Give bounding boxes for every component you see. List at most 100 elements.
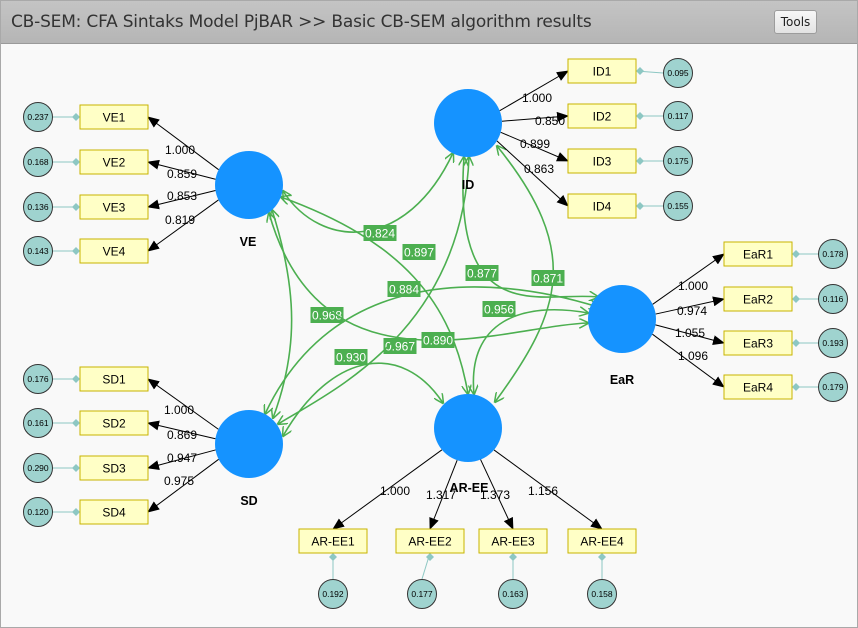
indicator-box-ar-ee4: [567, 528, 637, 554]
error-ear3[interactable]: 0.193: [818, 328, 848, 358]
indicator-ar-ee3[interactable]: AR-EE3: [478, 528, 548, 554]
error-circle-id4: [663, 191, 693, 221]
indicator-box-ar-ee2: [395, 528, 465, 554]
error-circle-id3: [663, 146, 693, 176]
cov-id-ar-ee[interactable]: 0.871: [495, 146, 565, 402]
indicator-sd3[interactable]: SD3: [79, 455, 149, 481]
error-id3[interactable]: 0.175: [663, 146, 693, 176]
latent-label-ve: VE: [240, 235, 257, 249]
indicator-id1[interactable]: ID1: [567, 58, 637, 84]
error-value-id1: 0.095: [667, 68, 689, 78]
cov-sd-ear-value: 0.884: [389, 283, 419, 297]
error-circle-ve3: [23, 192, 53, 222]
latent-ar-ee[interactable]: AR-EE: [434, 394, 502, 495]
error-connector-ve4: [72, 247, 80, 255]
indicator-sd4[interactable]: SD4: [79, 499, 149, 525]
tools-button[interactable]: Tools: [774, 10, 817, 34]
error-ar-ee1[interactable]: 0.192: [318, 579, 348, 609]
error-value-sd4: 0.120: [27, 507, 49, 517]
indicator-ar-ee1[interactable]: AR-EE1: [298, 528, 368, 554]
indicator-id4[interactable]: ID4: [567, 193, 637, 219]
error-connector-id2: [636, 112, 644, 120]
cov-sd-ar-ee[interactable]: 0.930: [283, 349, 443, 436]
error-id2[interactable]: 0.117: [663, 101, 693, 131]
loading-arrow-ar-ee2: [429, 460, 458, 530]
error-ar-ee4[interactable]: 0.158: [587, 579, 617, 609]
error-ve4[interactable]: 0.143: [23, 236, 53, 266]
indicator-ve2[interactable]: VE2: [79, 149, 149, 175]
latent-id[interactable]: ID: [434, 89, 502, 192]
indicator-ear3[interactable]: EaR3: [723, 330, 793, 356]
indicator-box-sd4: [79, 499, 149, 525]
loading-ve1: 1.000: [165, 143, 195, 157]
loading-arrow-ar-ee1: [332, 449, 443, 530]
error-sd3[interactable]: 0.290: [23, 453, 53, 483]
indicator-sd1[interactable]: SD1: [79, 366, 149, 392]
error-ear1[interactable]: 0.178: [818, 239, 848, 269]
error-ve1[interactable]: 0.237: [23, 102, 53, 132]
indicator-label-ear1: EaR1: [743, 248, 773, 262]
error-sd1[interactable]: 0.176: [23, 364, 53, 394]
error-ear4[interactable]: 0.179: [818, 372, 848, 402]
error-ar-ee3[interactable]: 0.163: [498, 579, 528, 609]
cov-id-ear[interactable]: 0.877: [463, 157, 598, 297]
error-circle-id2: [663, 101, 693, 131]
indicator-label-id3: ID3: [593, 155, 612, 169]
loading-ve4: 0.819: [165, 213, 195, 227]
error-ear2[interactable]: 0.116: [818, 284, 848, 314]
cov-id-sd-path: [278, 157, 469, 424]
latent-ear[interactable]: EaR: [588, 285, 656, 387]
error-circle-ar-ee1: [318, 579, 348, 609]
latent-circle-ar-ee: [434, 394, 502, 462]
loading-arrow-ve2: [147, 159, 216, 180]
indicator-box-ar-ee3: [478, 528, 548, 554]
cov-ar-ee-ear[interactable]: 0.956: [473, 301, 588, 394]
error-value-sd1: 0.176: [27, 374, 49, 384]
indicator-ar-ee4[interactable]: AR-EE4: [567, 528, 637, 554]
indicator-ear2[interactable]: EaR2: [723, 286, 793, 312]
error-value-ear4: 0.179: [822, 382, 844, 392]
latent-ve[interactable]: VE: [215, 151, 283, 249]
cov-ve-id[interactable]: 0.824: [283, 153, 453, 241]
indicator-box-id2: [567, 103, 637, 129]
indicator-ve4[interactable]: VE4: [79, 238, 149, 264]
indicator-ar-ee2[interactable]: AR-EE2: [395, 528, 465, 554]
indicator-label-ve1: VE1: [103, 111, 126, 125]
error-ve3[interactable]: 0.136: [23, 192, 53, 222]
indicator-ear4[interactable]: EaR4: [723, 374, 793, 400]
error-ve2[interactable]: 0.168: [23, 147, 53, 177]
indicator-label-sd4: SD4: [102, 506, 126, 520]
loading-ear2: 0.974: [677, 304, 707, 318]
error-id1[interactable]: 0.095: [663, 58, 693, 88]
indicator-ve3[interactable]: VE3: [79, 194, 149, 220]
error-connector-id1: [636, 67, 644, 75]
error-sd2[interactable]: 0.161: [23, 408, 53, 438]
loading-sd4: 0.975: [164, 474, 194, 488]
title-bar: CB-SEM: CFA Sintaks Model PjBAR >> Basic…: [1, 1, 857, 44]
indicator-id3[interactable]: ID3: [567, 148, 637, 174]
error-id4[interactable]: 0.155: [663, 191, 693, 221]
indicator-label-ar-ee4: AR-EE4: [580, 535, 624, 549]
error-sd4[interactable]: 0.120: [23, 497, 53, 527]
cov-ve-sd[interactable]: 0.968: [272, 210, 344, 418]
loading-arrow-ve3: [147, 189, 216, 210]
loading-arrow-id4: [496, 140, 569, 207]
indicator-label-id1: ID1: [593, 65, 612, 79]
loading-arrow-ear1: [652, 253, 725, 305]
indicator-ear1[interactable]: EaR1: [723, 241, 793, 267]
indicator-ve1[interactable]: VE1: [79, 104, 149, 130]
indicator-sd2[interactable]: SD2: [79, 410, 149, 436]
cov-id-sd[interactable]: 0.890: [278, 157, 469, 424]
latent-sd[interactable]: SD: [215, 410, 283, 508]
indicator-id2[interactable]: ID2: [567, 103, 637, 129]
cov-sd-ear[interactable]: 0.884: [265, 281, 598, 414]
cov-id-ear-value: 0.877: [467, 267, 497, 281]
loading-arrow-id3: [500, 131, 569, 162]
indicator-box-ve2: [79, 149, 149, 175]
loading-ar-ee1: 1.000: [380, 484, 410, 498]
error-ar-ee2[interactable]: 0.177: [407, 579, 437, 609]
error-connector-ear2: [792, 295, 800, 303]
latent-circle-ve: [215, 151, 283, 219]
